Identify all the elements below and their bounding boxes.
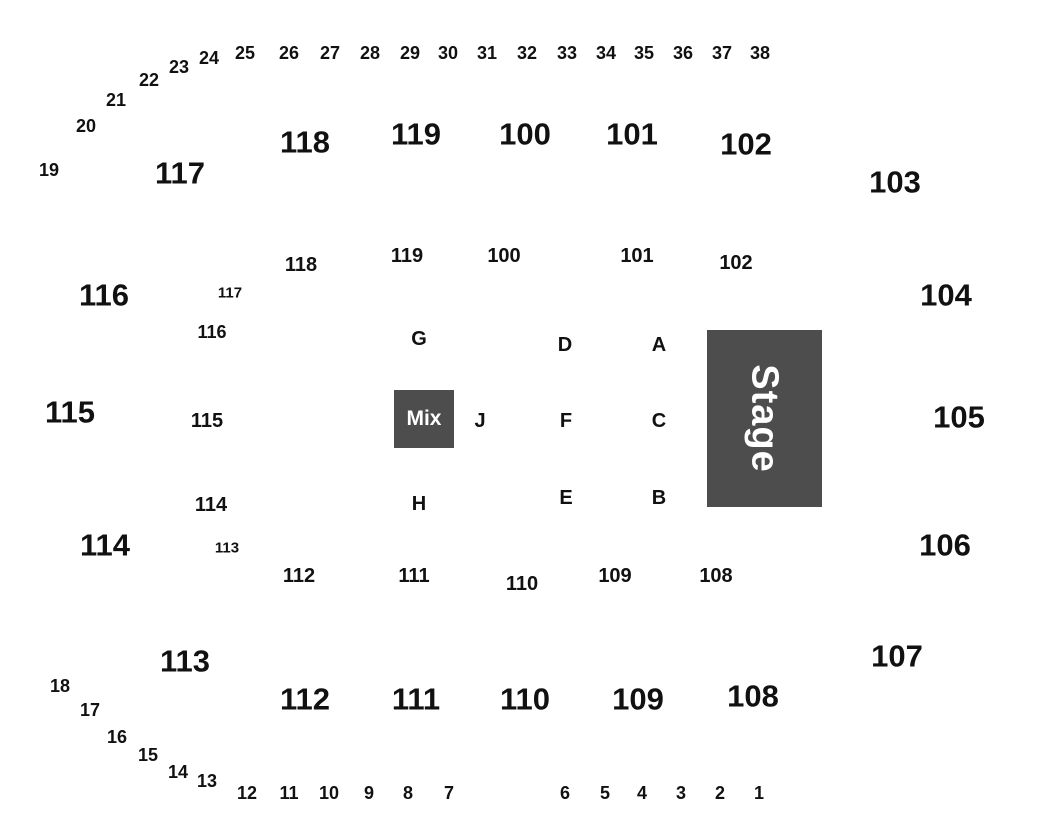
floor-section-j[interactable]: J xyxy=(474,410,486,432)
upper-section-103[interactable]: 103 xyxy=(869,164,921,200)
upper-section-118[interactable]: 118 xyxy=(279,124,331,160)
lower-section-100[interactable]: 100 xyxy=(487,245,521,267)
upper-section-102[interactable]: 102 xyxy=(720,126,772,162)
row-number: 2 xyxy=(714,783,726,803)
upper-section-100[interactable]: 100 xyxy=(499,116,551,152)
lower-section-109[interactable]: 109 xyxy=(598,565,632,587)
row-number: 4 xyxy=(636,783,648,803)
floor-section-f[interactable]: F xyxy=(559,410,573,432)
upper-section-117[interactable]: 117 xyxy=(154,155,206,191)
upper-section-111[interactable]: 111 xyxy=(391,681,441,717)
upper-section-101[interactable]: 101 xyxy=(606,116,658,152)
row-number: 27 xyxy=(319,43,341,63)
floor-section-a[interactable]: A xyxy=(651,334,667,356)
row-number: 8 xyxy=(402,783,414,803)
floor-section-e[interactable]: E xyxy=(559,487,573,509)
upper-section-110[interactable]: 110 xyxy=(499,681,551,717)
row-number: 11 xyxy=(279,783,299,803)
floor-section-b[interactable]: B xyxy=(651,487,667,509)
row-number: 18 xyxy=(49,676,71,696)
row-number: 31 xyxy=(476,43,498,63)
lower-section-119[interactable]: 119 xyxy=(390,245,424,267)
row-number: 28 xyxy=(359,43,381,63)
mix-position: Mix xyxy=(394,390,454,448)
row-number: 9 xyxy=(363,783,375,803)
floor-section-h[interactable]: H xyxy=(411,493,427,515)
lower-section-114[interactable]: 114 xyxy=(194,494,228,516)
lower-section-115[interactable]: 115 xyxy=(190,410,224,432)
row-number: 26 xyxy=(278,43,300,63)
row-number: 36 xyxy=(672,43,694,63)
lower-section-111[interactable]: 111 xyxy=(398,565,430,587)
upper-section-107[interactable]: 107 xyxy=(871,638,923,674)
row-number: 37 xyxy=(711,43,733,63)
upper-section-109[interactable]: 109 xyxy=(612,681,664,717)
row-number: 19 xyxy=(38,160,60,180)
row-number: 21 xyxy=(105,90,127,110)
upper-section-114[interactable]: 114 xyxy=(79,527,131,563)
mix-label: Mix xyxy=(406,407,442,430)
row-number: 1 xyxy=(753,783,765,803)
upper-section-116[interactable]: 116 xyxy=(78,277,130,313)
upper-section-108[interactable]: 108 xyxy=(727,678,779,714)
row-number: 24 xyxy=(198,48,220,68)
floor-section-d[interactable]: D xyxy=(557,334,573,356)
row-number: 7 xyxy=(443,783,455,803)
floor-section-g[interactable]: G xyxy=(411,328,427,350)
row-number: 34 xyxy=(595,43,617,63)
lower-section-117[interactable]: 117 xyxy=(217,284,243,302)
row-number: 13 xyxy=(196,771,218,791)
row-number: 16 xyxy=(106,727,128,747)
row-number: 33 xyxy=(556,43,578,63)
lower-section-108[interactable]: 108 xyxy=(699,565,733,587)
lower-section-112[interactable]: 112 xyxy=(282,565,316,587)
lower-section-101[interactable]: 101 xyxy=(620,245,654,267)
row-number: 32 xyxy=(516,43,538,63)
lower-section-110[interactable]: 110 xyxy=(505,573,539,595)
upper-section-115[interactable]: 115 xyxy=(44,394,96,430)
row-number: 6 xyxy=(559,783,571,803)
lower-section-118[interactable]: 118 xyxy=(284,254,318,276)
upper-section-104[interactable]: 104 xyxy=(920,277,972,313)
row-number: 25 xyxy=(234,43,256,63)
upper-section-105[interactable]: 105 xyxy=(933,399,985,435)
row-number: 23 xyxy=(168,57,190,77)
row-number: 15 xyxy=(137,745,159,765)
upper-section-113[interactable]: 113 xyxy=(159,643,211,679)
upper-section-119[interactable]: 119 xyxy=(390,116,442,152)
row-number: 20 xyxy=(75,116,97,136)
upper-section-112[interactable]: 112 xyxy=(279,681,331,717)
row-number: 22 xyxy=(138,70,160,90)
row-number: 29 xyxy=(399,43,421,63)
row-number: 38 xyxy=(749,43,771,63)
upper-section-106[interactable]: 106 xyxy=(919,527,971,563)
row-number: 17 xyxy=(79,700,101,720)
lower-section-116[interactable]: 116 xyxy=(197,322,227,342)
lower-section-113[interactable]: 113 xyxy=(214,539,240,557)
row-number: 10 xyxy=(318,783,340,803)
stage-label: Stage xyxy=(743,364,786,473)
row-number: 30 xyxy=(437,43,459,63)
floor-section-c[interactable]: C xyxy=(651,410,667,432)
row-number: 14 xyxy=(167,762,189,782)
row-number: 12 xyxy=(236,783,258,803)
row-number: 3 xyxy=(675,783,687,803)
stage: Stage xyxy=(707,330,822,507)
lower-section-102[interactable]: 102 xyxy=(719,252,753,274)
row-number: 5 xyxy=(599,783,611,803)
row-number: 35 xyxy=(633,43,655,63)
